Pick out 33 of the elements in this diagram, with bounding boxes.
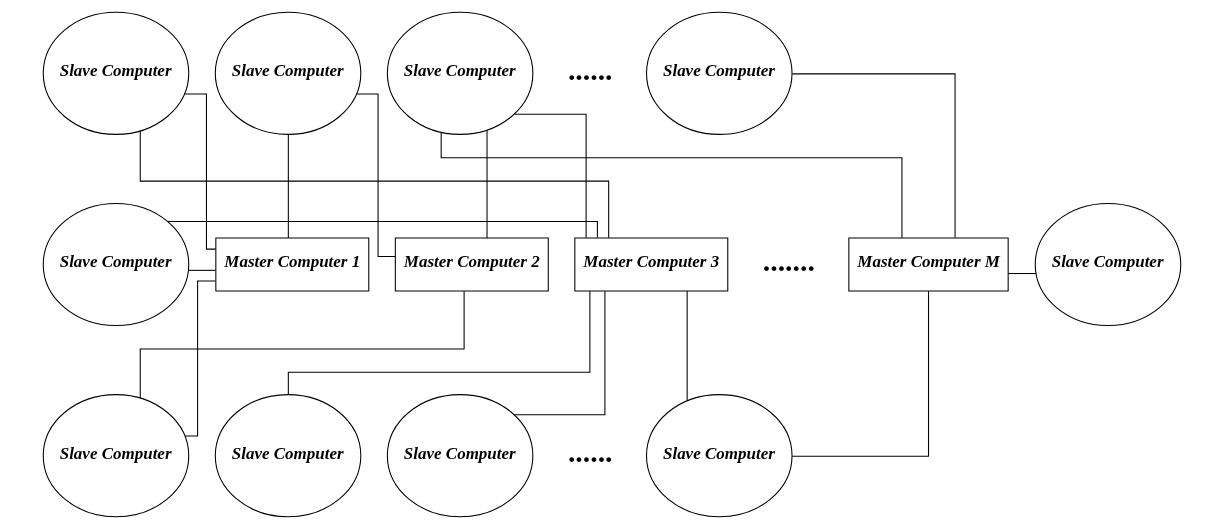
connector: [513, 113, 587, 239]
node-box: Master Computer 2: [394, 237, 549, 292]
label: .......: [762, 244, 815, 277]
connector: [287, 134, 289, 239]
node-box: Master Computer M: [847, 237, 1009, 292]
connector: [1007, 273, 1036, 275]
connector: [686, 290, 688, 402]
connector: [486, 129, 488, 239]
node-box: Master Computer 3: [573, 237, 728, 292]
connector: [791, 290, 929, 457]
connector: [355, 93, 396, 258]
connector: [791, 73, 956, 239]
node-ellipse: Slave Computer: [645, 11, 793, 135]
connector: [183, 93, 216, 250]
connector: [139, 290, 465, 399]
label: ......: [567, 53, 612, 86]
connector: [139, 130, 609, 239]
connector: [287, 290, 590, 395]
node-ellipse: Slave Computer: [42, 11, 189, 135]
node-ellipse: Slave Computer: [42, 202, 189, 327]
node-ellipse: Slave Computer: [214, 11, 361, 135]
node-ellipse: Slave Computer: [645, 394, 793, 518]
node-ellipse: Slave Computer: [1034, 202, 1181, 327]
node-ellipse: Slave Computer: [386, 11, 533, 135]
connector: [187, 269, 216, 271]
connector: [166, 220, 598, 239]
node-box: Master Computer 1: [214, 237, 369, 292]
node-ellipse: Slave Computer: [214, 394, 361, 518]
node-ellipse: Slave Computer: [42, 394, 189, 518]
connector: [513, 290, 605, 416]
label: ......: [567, 435, 612, 468]
node-ellipse: Slave Computer: [386, 394, 533, 518]
connector: [440, 131, 902, 239]
